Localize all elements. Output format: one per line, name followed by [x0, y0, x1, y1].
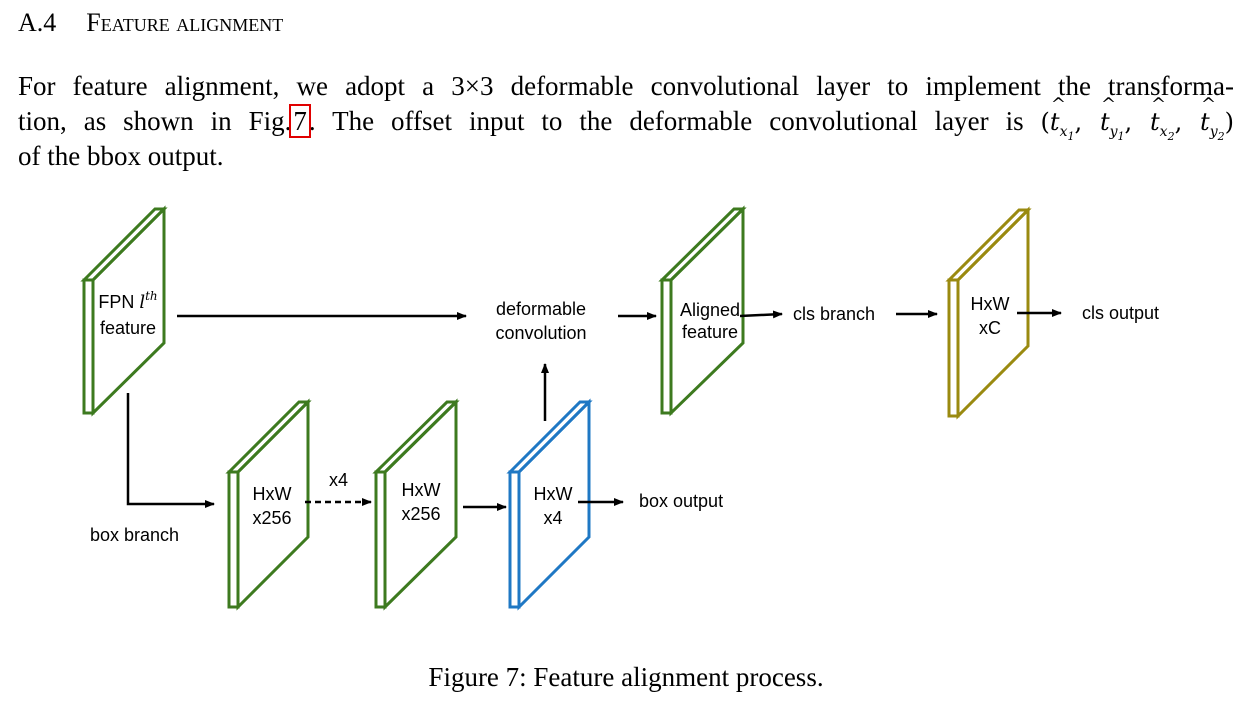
fpn-label-line-2: feature [100, 318, 156, 338]
aligned-label-line-2: feature [682, 322, 738, 342]
section-title: Feature alignment [86, 8, 284, 37]
cls-branch-label: cls branch [793, 304, 875, 324]
box-conv-block-2 [372, 398, 460, 611]
arrow-aligned-to-cls-branch [739, 310, 783, 319]
cls-output-label: cls output [1082, 303, 1159, 323]
cls-output-block [945, 206, 1032, 420]
fpn-feature-block [80, 205, 168, 417]
paragraph-line-3: of the bbox output. [18, 141, 224, 171]
hxwxc-label-line-2: xC [979, 318, 1001, 338]
paragraph-text: tion, as shown in Fig. [18, 106, 292, 136]
hxw256-label-2: HxW [402, 480, 441, 500]
fpn-label: FPN lth [98, 289, 157, 313]
paragraph-line-2: tion, as shown in Fig.7. The offset inpu… [18, 94, 1234, 143]
section-heading: A.4 Feature alignment [18, 8, 283, 38]
hxw256-label-1-line-2: x256 [252, 508, 291, 528]
offset-formula: (tx1, ty1, tx2, ty2) [1041, 94, 1234, 143]
arrow-fpn-to-box-branch [126, 393, 215, 508]
hxw256-label-1: HxW [253, 484, 292, 504]
box-output-block [506, 398, 593, 611]
hxw4-label: HxW [534, 484, 573, 504]
repeat-label: x4 [329, 470, 348, 490]
section-number: A.4 [18, 8, 57, 37]
paragraph-text: . The offset input to the deformable con… [308, 106, 1041, 136]
deformable-label: deformable [496, 299, 586, 319]
aligned-feature-block [658, 205, 747, 417]
box-branch-label: box branch [90, 525, 179, 545]
aligned-label: Aligned [680, 300, 740, 320]
hxwxc-label: HxW [971, 294, 1010, 314]
deformable-label-line-2: convolution [495, 323, 586, 343]
paragraph-line-1: For feature alignment, we adopt a 3×3 de… [18, 71, 1234, 101]
figure-reference-link[interactable]: 7 [289, 104, 311, 138]
box-conv-block-1 [225, 398, 312, 611]
figure-caption: Figure 7: Feature alignment process. [428, 662, 824, 692]
hxw256-label-2-line-2: x256 [401, 504, 440, 524]
hxw4-label-line-2: x4 [543, 508, 562, 528]
box-output-label: box output [639, 491, 723, 511]
